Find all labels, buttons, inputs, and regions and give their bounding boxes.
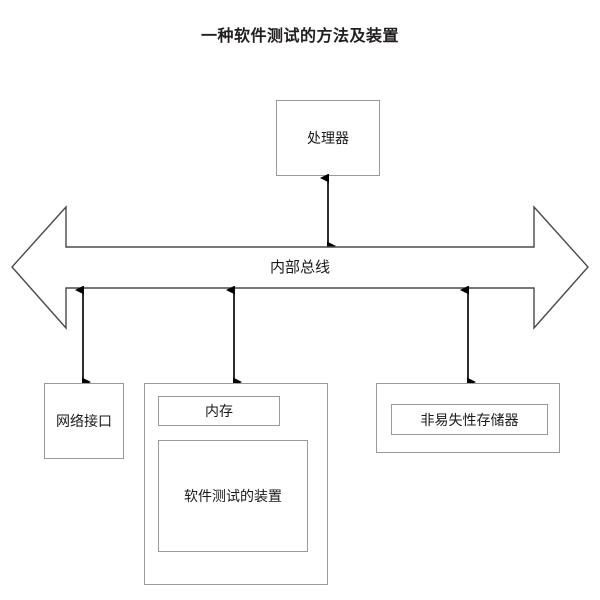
connector-processor-bus-arrow: [320, 174, 336, 250]
processor-label: 处理器: [307, 131, 349, 147]
network-interface-block: 网络接口: [44, 383, 124, 459]
page-title: 一种软件测试的方法及装置: [200, 26, 399, 45]
memory-block: 内存 软件测试的装置: [144, 383, 328, 585]
processor-block: 处理器: [276, 100, 380, 176]
nonvolatile-memory-label: 非易失性存储器: [420, 412, 519, 429]
software-test-device-label: 软件测试的装置: [184, 489, 282, 505]
connector-bus-network-interface-arrow: [75, 286, 91, 386]
internal-bus-label: 内部总线: [269, 258, 330, 276]
connector-bus-nonvolatile-memory-arrow: [460, 286, 476, 386]
network-interface-label: 网络接口: [56, 414, 112, 430]
software-test-device-block: 软件测试的装置: [158, 440, 308, 552]
internal-bus-arrow: [11, 205, 589, 330]
memory-label-box: 内存: [158, 396, 280, 426]
nonvolatile-memory-label-box: 非易失性存储器: [391, 404, 548, 435]
memory-label: 内存: [205, 404, 233, 420]
nonvolatile-memory-block: 非易失性存储器: [376, 383, 560, 453]
connector-bus-memory-arrow: [226, 286, 242, 386]
